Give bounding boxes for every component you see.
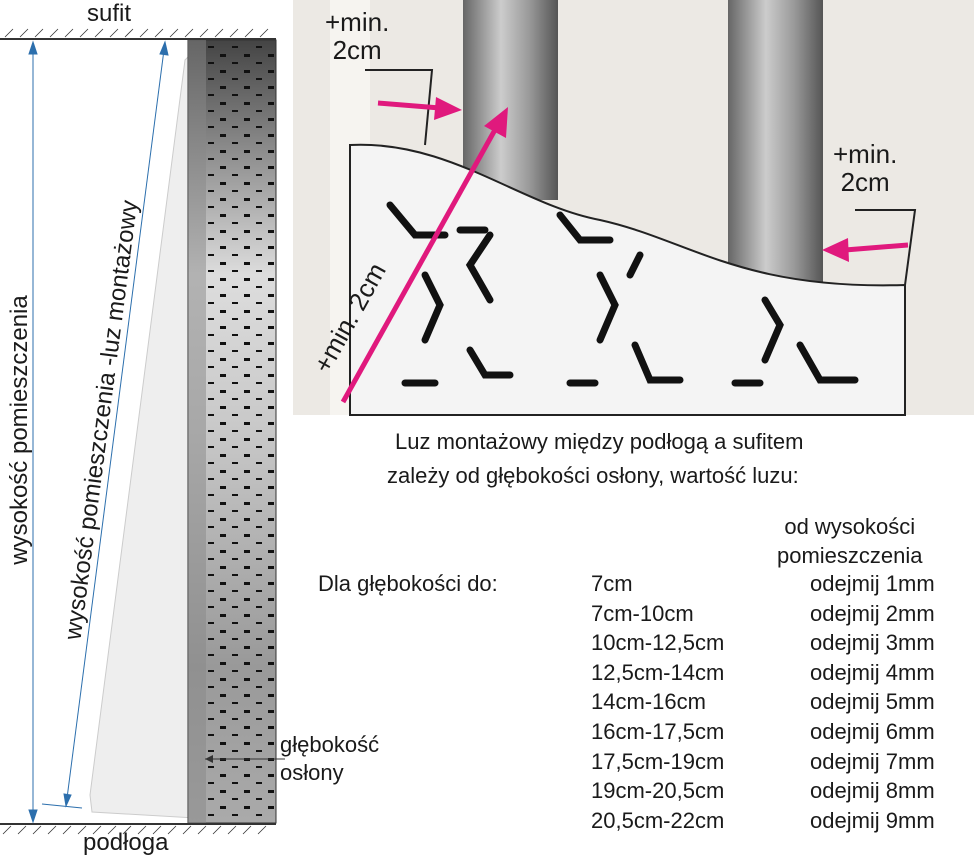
row-depth: 16cm-17,5cm: [591, 719, 725, 744]
row-deduction: odejmij 3mm: [810, 630, 935, 656]
info-line-1: Luz montażowy między podłogą a sufitem: [395, 429, 804, 454]
row-depth: 19cm-20,5cm: [591, 778, 725, 804]
floor-label: podłoga: [83, 829, 169, 856]
row-depth: 14cm-16cm: [591, 689, 706, 715]
row-depth: 7cm: [591, 571, 633, 596]
row-deduction: odejmij 9mm: [810, 807, 935, 833]
row-deduction: odejmij 4mm: [810, 659, 935, 685]
dimension-room-height: [28, 40, 38, 824]
row-deduction: odejmij 6mm: [810, 719, 935, 744]
row-depth: 17,5cm-19cm: [591, 748, 725, 774]
floor-line: [0, 823, 276, 835]
row-deduction: odejmij 2mm: [810, 600, 935, 626]
depth-label-1: głębokość: [280, 732, 380, 757]
row-depth: 20,5cm-22cm: [591, 807, 725, 833]
row-deduction: odejmij 7mm: [810, 748, 935, 774]
pipe-cover-upright: [187, 39, 277, 824]
depth-label-2: osłony: [280, 760, 344, 785]
row-deduction: odejmij 5mm: [810, 689, 935, 715]
row-depth: 10cm-12,5cm: [591, 630, 725, 656]
row-label: Dla głębokości do:: [318, 571, 498, 596]
min-gap-right: +min.2cm: [833, 139, 898, 197]
info-line-2: zależy od głębokości osłony, wartość luz…: [387, 463, 799, 488]
row-depth: 7cm-10cm: [591, 600, 694, 626]
row-deduction: odejmij 8mm: [810, 778, 935, 804]
min-gap-left: +min.2cm: [325, 7, 390, 65]
row-deduction: odejmij 1mm: [810, 571, 935, 596]
ceiling-label: sufit: [87, 0, 132, 27]
row-depth: 12,5cm-14cm: [591, 659, 725, 685]
room-height-label: wysokość pomieszczenia: [6, 295, 33, 565]
dimension-room-height-minus: [41, 40, 169, 809]
ceiling-line: [0, 28, 276, 40]
photo-pipes: [293, 0, 974, 416]
